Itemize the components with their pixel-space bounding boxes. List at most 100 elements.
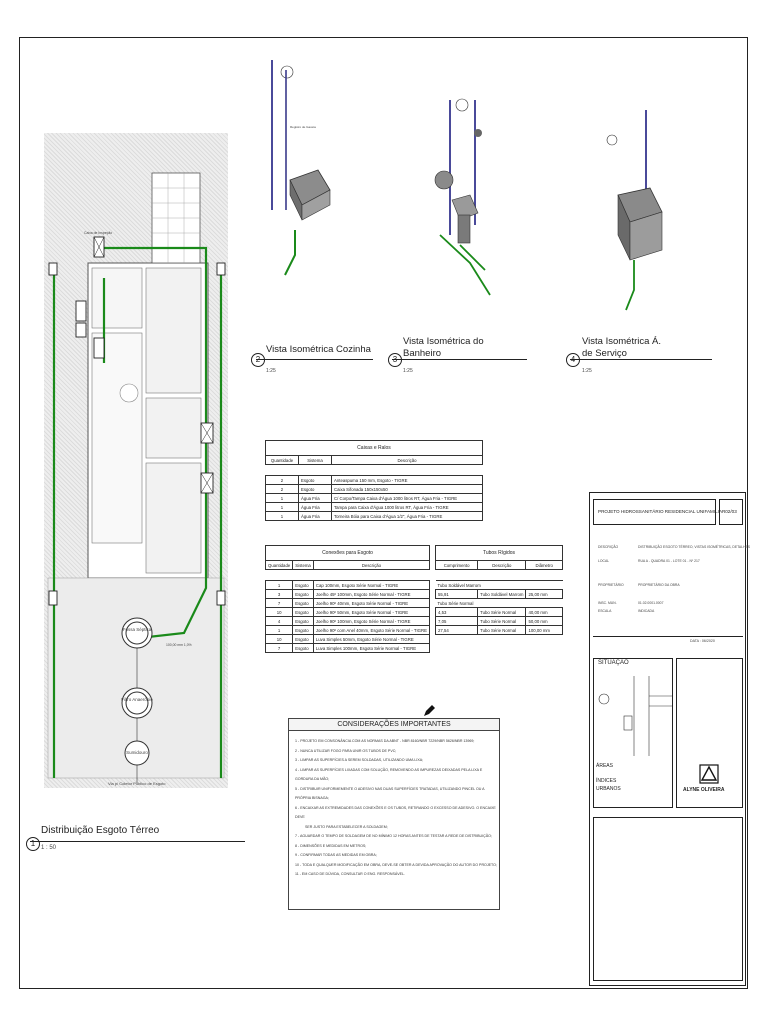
conexoes-header-desc: Descrição	[312, 560, 431, 570]
conexoes-cell: 1	[264, 625, 294, 635]
caixa-label: Caixa de Inspeção	[84, 231, 113, 235]
conexoes-cell: Joelho 90º 100mm, Esgoto Série Normal - …	[312, 616, 431, 626]
caixas-cell: 2	[265, 484, 299, 494]
caixas-header-system: Sistema	[298, 455, 332, 465]
svg-text:Registro de Gaveta: Registro de Gaveta	[290, 125, 316, 129]
caixas-cell: Torneira Bóia para Caixa d'Água 1/2", Ág…	[331, 511, 483, 521]
tubos-cell: Tubo Soldável Marrom	[477, 589, 527, 599]
view1-number: 1	[26, 837, 40, 851]
caixas-cell: Anteaspuma 150 mm, Esgoto - TIGRE	[331, 475, 483, 485]
conexoes-cell: Joelho 90º 40mm, Esgoto Série Normal - T…	[312, 598, 431, 608]
conexoes-table-wrap: Conexões para Esgoto Quantidade Sistema …	[264, 545, 431, 653]
conexoes-cell: 10	[264, 634, 294, 644]
view2-underline	[256, 359, 373, 360]
view1-underline	[30, 841, 245, 842]
title-block: PROJETO HIDROSSANITÁRIO RESIDENCIAL UNIF…	[589, 492, 750, 986]
caixas-cell: Esgoto	[298, 484, 332, 494]
pen-icon	[424, 705, 435, 716]
tb-row-label: ESCALA	[598, 609, 612, 613]
view3-title: Vista Isométrica do Banheiro	[403, 336, 484, 359]
tb-info-box: ALYNE OLIVEIRA	[676, 658, 743, 808]
tubos-group-label: Tubo Série Normal	[437, 600, 474, 606]
iso-bathroom-drawing	[434, 98, 491, 296]
conexoes-cell: Esgoto	[292, 607, 314, 617]
tubos-header-len: Comprimento	[434, 560, 479, 570]
conexoes-cell: Esgoto	[292, 589, 314, 599]
caixas-spacer	[265, 464, 483, 476]
tubos-cell: 27,54	[434, 625, 479, 635]
tubos-caption: Tubos Rígidos	[435, 545, 563, 561]
caixas-cell: Água Fria	[298, 502, 332, 512]
note-item: 5 - DISTRIBUIR UNIFORMEMENTE O ADESIVO N…	[295, 786, 485, 801]
conexoes-cell: 7	[264, 598, 294, 608]
view3-scale: 1:25	[403, 368, 413, 374]
caixas-cell: Caixa Sifonada 150x150x50	[331, 484, 483, 494]
tb-row-label: LOCAL	[598, 559, 610, 563]
conexoes-cell: Esgoto	[292, 643, 314, 653]
tb-logo: ALYNE OLIVEIRA	[683, 787, 725, 793]
caixas-cell: Água Fria	[298, 493, 332, 503]
tubos-header-desc: Descrição	[477, 560, 527, 570]
tubos-table-wrap: Tubos Rígidos Comprimento Descrição Diâm…	[434, 545, 563, 635]
conexoes-cell: 3	[264, 589, 294, 599]
note-item: 8 - DIMENSÕES E MEDIDAS EM METROS;	[295, 843, 367, 848]
tubos-group-label: Tubo Soldável Marrom	[437, 582, 481, 588]
view4-scale: 1:25	[582, 368, 592, 374]
view1-scale: 1 : 50	[41, 845, 57, 851]
tb-situacao-box: SITUAÇÃO ÁREAS ÍNDICES URBANOS	[593, 658, 673, 808]
conexoes-cell: Luva Simples 100mm, Esgoto Série Normal …	[312, 643, 431, 653]
conexoes-caption: Conexões para Esgoto	[265, 545, 430, 561]
view2-scale: 1:25	[266, 368, 276, 374]
note-item: 4 - LIMPAR AS SUPERFÍCIES LIXADAS COM SO…	[295, 767, 483, 782]
note-item: 9 - CONFIRMAR TODAS AS MEDIDAS EM OBRA;	[295, 853, 377, 857]
filtro-label: Filtro Anaeróbio	[121, 697, 153, 702]
conexoes-spacer	[265, 569, 430, 581]
note-item: SER JUSTO PARA ESTABELECER A SOLDAGEM;	[305, 824, 388, 829]
tb-project-box: PROJETO HIDROSSANITÁRIO RESIDENCIAL UNIF…	[593, 499, 725, 525]
conexoes-cell: 1	[264, 580, 294, 590]
tubos-cell: Tubo Série Normal	[477, 625, 527, 635]
note-item: 10 - TODA E QUALQUER MODIFICAÇÃO EM OBRA…	[295, 862, 497, 867]
floor-plan: Fossa Séptica Filtro Anaeróbio Sumidouro…	[44, 133, 228, 788]
logo-icon	[699, 764, 719, 784]
tb-row-label: INSC. MUN.	[598, 601, 617, 605]
caixas-table: Caixas e Ralos Quantidade Sistema Descri…	[265, 440, 483, 521]
drawing-sheet	[19, 37, 748, 989]
note-item: 7 - AGUARDAR O TEMPO DE SOLDAGEM DE NO M…	[295, 834, 492, 838]
tb-row-label: DESCRIÇÃO	[598, 545, 619, 549]
tubos-cell: 55,91	[434, 589, 479, 599]
conexoes-cell: Esgoto	[292, 580, 314, 590]
note-item: 6 - ENCAIXAR AS EXTREMIDADES DAS CONEXÕE…	[295, 805, 496, 820]
tb-signature-box	[593, 817, 743, 981]
conexoes-header-system: Sistema	[292, 560, 314, 570]
caixas-cell: Tampa para Caixa d'Água 1000 litros RT, …	[331, 502, 483, 512]
caixas-cell: C/ Corpo/Tampa Caixa d'Água 1000 litros …	[331, 493, 483, 503]
tubos-header-diam: Diâmetro	[525, 560, 563, 570]
caixas-cell: 1	[265, 511, 299, 521]
caixas-cell: 1	[265, 493, 299, 503]
tubos-cell: Tubo Série Normal	[477, 607, 527, 617]
situacao-map	[598, 676, 672, 756]
conexoes-cell: Esgoto	[292, 598, 314, 608]
notes-list: 1 - PROJETO EM CONSONÂNCIA COM AS NORMAS…	[289, 737, 499, 880]
tb-row-label: PROPRIETÁRIO	[598, 583, 624, 587]
tubos-cell: 40,00 mm	[525, 607, 563, 617]
view2-number: 2	[251, 353, 265, 367]
tb-row-value: RUA A - QUADRA 01 - LOTE 01 - Nº 217	[638, 559, 700, 563]
tb-divider	[593, 636, 743, 637]
conexoes-cell: Joelho 90º 50mm, Esgoto Série Normal - T…	[312, 607, 431, 617]
caixas-table-wrap: Caixas e Ralos Quantidade Sistema Descri…	[265, 440, 483, 521]
iso-kitchen-drawing: Registro de Gaveta	[271, 60, 331, 276]
conexoes-cell: Esgoto	[292, 616, 314, 626]
